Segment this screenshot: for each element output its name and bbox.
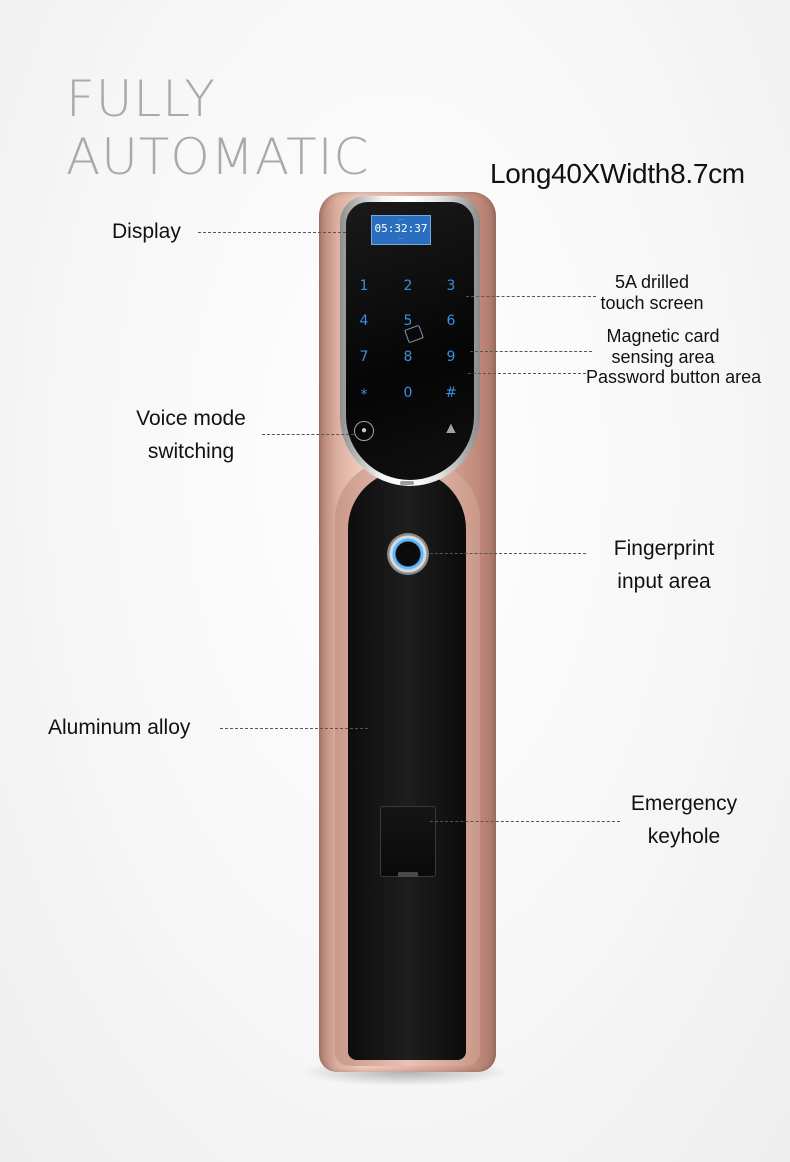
label-touch-screen-line-1: 5A drilled xyxy=(614,272,690,292)
label-emergency-line-1: Emergency xyxy=(630,792,738,815)
keyhole-cover[interactable] xyxy=(380,806,436,877)
leader-magnetic xyxy=(470,351,592,352)
key-2[interactable]: 2 xyxy=(403,278,413,294)
leader-touch-screen xyxy=(466,296,596,297)
label-magnetic-line-1: Magnetic card xyxy=(606,326,720,346)
label-touch-screen-line-2: touch screen xyxy=(600,293,704,313)
key-hash[interactable]: # xyxy=(445,385,457,401)
leader-fingerprint xyxy=(430,553,586,554)
display-date-line: … xyxy=(398,216,404,222)
leader-password xyxy=(468,373,586,374)
key-7[interactable]: 7 xyxy=(359,349,369,365)
headline-line-1: FULLY xyxy=(66,70,216,128)
keyhole-notch xyxy=(398,872,418,877)
label-display: Display xyxy=(112,220,181,243)
label-touch-screen: 5A drilled touch screen xyxy=(596,272,708,314)
sensor-slot xyxy=(400,481,414,485)
label-emergency: Emergency keyhole xyxy=(620,787,748,853)
key-0[interactable]: 0 xyxy=(403,385,413,401)
leader-display xyxy=(198,232,346,233)
key-8[interactable]: 8 xyxy=(403,349,413,365)
label-aluminum: Aluminum alloy xyxy=(48,716,191,739)
label-magnetic-line-2: sensing area xyxy=(611,347,715,367)
key-6[interactable]: 6 xyxy=(446,313,456,329)
label-magnetic: Magnetic card sensing area xyxy=(598,326,728,368)
label-fingerprint-line-1: Fingerprint xyxy=(613,537,715,560)
key-4[interactable]: 4 xyxy=(359,313,369,329)
dimensions-label: Long40XWidth8.7cm xyxy=(490,158,745,189)
label-voice: Voice mode switching xyxy=(120,402,262,468)
label-fingerprint-line-2: input area xyxy=(617,570,711,593)
lock-display: … 05:32:37 … xyxy=(371,215,431,245)
key-5[interactable]: 5 xyxy=(403,313,413,329)
lock-icon[interactable]: ● xyxy=(354,421,374,441)
headline-line-2: AUTOMATIC xyxy=(66,128,370,186)
leader-aluminum xyxy=(220,728,368,729)
display-time: 05:32:37 xyxy=(374,222,428,235)
key-3[interactable]: 3 xyxy=(446,278,456,294)
label-password: Password button area xyxy=(586,367,762,387)
display-message-line: … xyxy=(398,235,404,241)
label-fingerprint: Fingerprint input area xyxy=(596,532,732,598)
label-voice-line-2: switching xyxy=(147,440,235,463)
key-9[interactable]: 9 xyxy=(446,349,456,365)
leader-emergency xyxy=(430,821,620,822)
label-voice-line-1: Voice mode xyxy=(136,407,246,430)
headline: FULLY AUTOMATIC xyxy=(66,70,369,186)
bell-icon[interactable]: ▲ xyxy=(443,420,459,437)
key-star[interactable]: * xyxy=(360,387,368,403)
label-emergency-line-2: keyhole xyxy=(647,825,721,848)
key-1[interactable]: 1 xyxy=(359,278,369,294)
fingerprint-sensor[interactable] xyxy=(387,533,429,575)
leader-voice xyxy=(262,434,354,435)
